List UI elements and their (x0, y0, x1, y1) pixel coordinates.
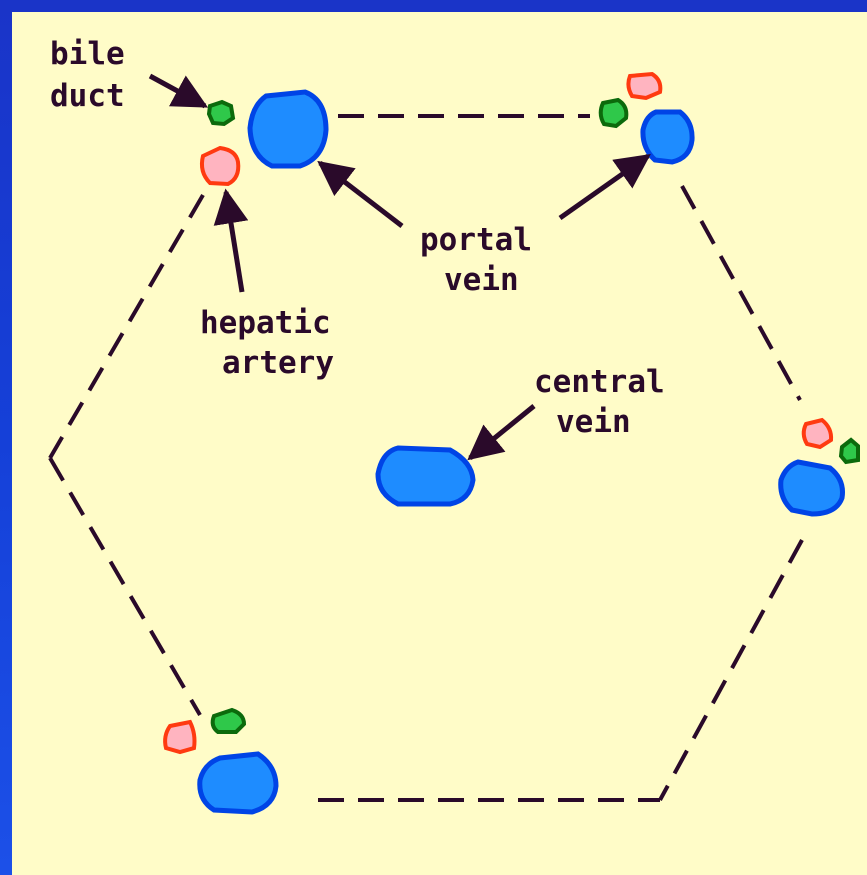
hepatic-artery-icon (163, 719, 197, 755)
hepatic-artery-label-line1: hepatic (200, 305, 331, 341)
portal-triad-top-left (199, 89, 329, 187)
bile-duct-label-line1: bile (50, 36, 125, 72)
arrow-bile-duct (148, 73, 209, 109)
bile-duct-icon (206, 99, 236, 127)
central-vein-label-line1: central (534, 364, 665, 400)
hepatic-artery-label-line2: artery (222, 345, 334, 381)
hepatic-artery-icon (801, 417, 834, 450)
portal-vein-icon (778, 459, 845, 517)
portal-vein-label-line1: portal (420, 222, 532, 258)
boundary-upper-right-edge (680, 185, 802, 401)
portal-vein-icon (640, 109, 695, 165)
portal-triad-bottom-left (163, 707, 279, 815)
arrow-hepatic-artery (213, 188, 249, 293)
portal-vein-label: portal vein (420, 222, 551, 298)
portal-triad-right (778, 417, 860, 517)
hepatic-artery-icon (199, 145, 241, 187)
central-vein-label: central vein (534, 364, 683, 440)
diagram-panel: bile duct hepatic artery portal vein cen… (12, 12, 867, 875)
bile-duct-label: bile duct (50, 36, 143, 114)
bile-duct-icon (838, 437, 860, 465)
portal-vein-icon (197, 751, 279, 815)
bile-duct-icon (210, 707, 247, 734)
hepatic-artery-icon (626, 71, 663, 101)
boundary-lower-left-edge (48, 456, 202, 717)
central-vein-label-line2: vein (556, 404, 631, 440)
boundary-upper-left-edge (48, 193, 205, 460)
liver-lobule-diagram: bile duct hepatic artery portal vein cen… (48, 36, 860, 815)
arrow-central-vein (467, 404, 536, 461)
arrow-portal-vein-left (317, 160, 404, 228)
bile-duct-label-line2: duct (50, 78, 125, 114)
portal-triad-top-right (598, 71, 695, 165)
portal-vein-label-line2: vein (444, 262, 519, 298)
boundary-lower-right-edge (658, 539, 804, 801)
lobule-boundary (48, 114, 804, 802)
bile-duct-icon (598, 97, 629, 129)
hepatic-artery-label: hepatic artery (200, 305, 349, 381)
arrow-portal-vein-right (558, 153, 651, 221)
central-vein-icon (375, 445, 476, 507)
portal-vein-icon (247, 89, 329, 169)
pointer-arrows (148, 73, 651, 461)
